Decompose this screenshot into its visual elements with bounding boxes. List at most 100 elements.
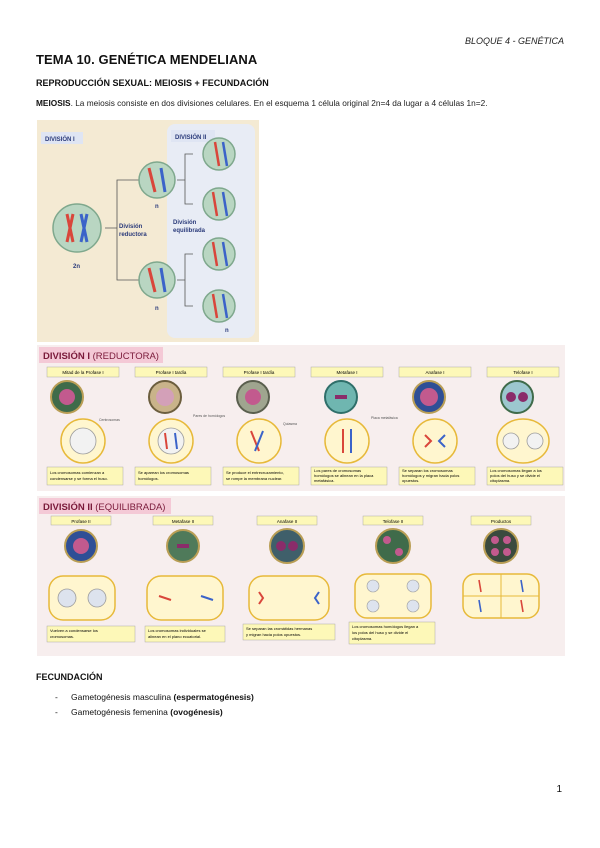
stage-ii-1: Profase II Vuelven a condensarse los cro… <box>46 515 136 643</box>
stage-ii-3: Anafase II Se separan las cromátidas her… <box>242 515 336 641</box>
svg-text:Se separan los cromosomas: Se separan los cromosomas <box>402 468 453 473</box>
svg-text:Vuelven a condensarse los: Vuelven a condensarse los <box>50 628 98 633</box>
svg-text:condensarse y se forma el huso: condensarse y se forma el huso. <box>50 476 108 481</box>
meiosis-term: MEIOSIS <box>36 98 71 108</box>
micrograph-cell <box>500 380 534 414</box>
diagram-cell-pair <box>248 575 330 621</box>
meiosis-overview-figure: DIVISIÓN I DIVISIÓN II 2n División reduc… <box>37 120 259 342</box>
svg-text:Los cromosomas llegan a los: Los cromosomas llegan a los <box>490 468 542 473</box>
division-i-heading-band <box>39 347 163 363</box>
chromosome-red <box>211 241 219 267</box>
chromosome-blue <box>221 141 229 167</box>
svg-text:opuestos.: opuestos. <box>402 478 419 483</box>
division-i-arrows <box>105 179 139 281</box>
nucleus <box>156 388 174 406</box>
svg-text:Productos: Productos <box>491 519 512 524</box>
division-i-label: DIVISIÓN I <box>45 135 75 143</box>
chromosome-red <box>424 434 433 448</box>
svg-text:metafásica.: metafásica. <box>314 478 334 483</box>
micrograph-cell <box>483 528 519 564</box>
equilibrada-label-1: División <box>173 220 197 226</box>
division-ii-tag <box>171 130 215 142</box>
diagram-cell <box>496 418 550 464</box>
division-i-figure: DIVISIÓN I (REDUCTORA) Mitad de la Profa… <box>37 345 565 491</box>
stage-2: Profase I tardía Pares de homólogos Se a… <box>134 366 225 486</box>
division-ii-figure: DIVISIÓN II (EQUILIBRADA) Profase II Vue… <box>37 496 565 656</box>
reductora-label-1: División <box>119 224 143 230</box>
svg-text:Se aparean los cromosomas: Se aparean los cromosomas <box>138 470 189 475</box>
equilibrada-label-2: equilibrada <box>173 228 206 234</box>
svg-text:y migran hacia polos opuestos.: y migran hacia polos opuestos. <box>246 632 301 637</box>
chromosome-red <box>65 213 75 243</box>
svg-text:Mitad de la Profase I: Mitad de la Profase I <box>62 370 103 375</box>
svg-text:Se produce el entrecruzamiento: Se produce el entrecruzamiento, <box>226 470 284 475</box>
nucleus <box>245 389 261 405</box>
svg-text:Profase I tardía: Profase I tardía <box>156 370 187 375</box>
stage-6: Telofase I Los cromosomas llegan a los p… <box>486 366 564 486</box>
intermediate-cell-top <box>138 161 176 199</box>
svg-text:Metafase II: Metafase II <box>172 519 194 524</box>
svg-text:cromosomas.: cromosomas. <box>50 634 74 639</box>
svg-text:Profase II: Profase II <box>71 519 90 524</box>
svg-text:Metafase I: Metafase I <box>336 370 357 375</box>
svg-text:Los cromosomas individuales se: Los cromosomas individuales se <box>148 628 207 633</box>
svg-text:homólogos y migran hacia polos: homólogos y migran hacia polos <box>402 473 459 478</box>
section-heading-fecundacion: FECUNDACIÓN <box>36 672 103 682</box>
page-header: BLOQUE 4 - GENÉTICA <box>464 36 564 46</box>
stage-ii-5: Productos <box>462 515 540 619</box>
chromosome-red <box>147 267 157 293</box>
svg-text:Centrosomas: Centrosomas <box>99 418 120 422</box>
final-cell-2 <box>202 187 236 221</box>
division-ii-panel <box>167 124 255 338</box>
chromosome-blue <box>313 591 320 605</box>
svg-text:homólogos se alinean en la pla: homólogos se alinean en la placa <box>314 473 374 478</box>
svg-text:polos del huso y se divide el: polos del huso y se divide el <box>490 473 540 478</box>
stage-4: Metafase I Placa metafásica Los pares de… <box>310 366 398 486</box>
page-number: 1 <box>556 784 562 795</box>
chromosome-blue <box>221 241 229 267</box>
chromosome-red <box>478 579 482 593</box>
svg-text:Se separan las cromátidas herm: Se separan las cromátidas hermanas <box>246 626 312 631</box>
micrograph-cell <box>269 528 305 564</box>
label-2n: 2n <box>73 264 80 270</box>
svg-text:Anafase II: Anafase II <box>277 519 297 524</box>
nucleus <box>420 388 438 406</box>
chromosome-red <box>520 599 524 613</box>
division-i-heading: DIVISIÓN I (REDUCTORA) <box>43 350 159 362</box>
nucleus <box>73 538 89 554</box>
diagram-cell <box>412 418 458 464</box>
label-n: n <box>155 204 159 210</box>
svg-text:Profase I tardía: Profase I tardía <box>244 370 275 375</box>
chromosome-red <box>164 432 168 450</box>
stage-ii-2: Metafase II Los cromosomas individuales … <box>144 515 226 643</box>
meiosis-paragraph: MEIOSIS. La meiosis consiste en dos divi… <box>36 98 566 108</box>
micrograph-cell <box>375 528 411 564</box>
chromosome-blue <box>520 579 524 593</box>
chromosome-red <box>258 591 265 605</box>
svg-text:Los cromosomas comienzan a: Los cromosomas comienzan a <box>50 470 105 475</box>
chromosome-blue <box>478 599 482 613</box>
svg-text:Telofase II: Telofase II <box>383 519 404 524</box>
chromosome-blue <box>221 293 229 319</box>
svg-text:Telofase I: Telofase I <box>513 370 532 375</box>
chromosome-blue <box>159 167 167 193</box>
chromosome-blue <box>437 434 446 448</box>
diagram-cell-group <box>354 573 432 619</box>
stage-3: Profase I tardía Quiasma Se produce el e… <box>222 366 300 486</box>
stage-1: Mitad de la Profase I Centrosomas Los cr… <box>46 366 124 486</box>
chromosome-blue <box>79 213 89 243</box>
chromosome-blue <box>200 595 214 601</box>
svg-text:Los pares de cromosomas: Los pares de cromosomas <box>314 468 361 473</box>
fecundacion-list: -Gametogénesis masculina (espermatogénes… <box>55 692 254 722</box>
svg-text:los polos del huso y se divide: los polos del huso y se divide el <box>352 630 408 635</box>
svg-text:citoplasma.: citoplasma. <box>352 636 372 641</box>
svg-text:Anafase I: Anafase I <box>425 370 444 375</box>
chromosome-blue <box>221 191 229 217</box>
stage-5: Anafase I Se separan los cromosomas homó… <box>398 366 476 486</box>
figure-background <box>37 345 565 491</box>
svg-text:Quiasma: Quiasma <box>283 422 297 426</box>
chromosome-red <box>147 167 157 193</box>
final-cell-4 <box>202 289 236 323</box>
diagram-cell <box>324 418 370 464</box>
label-n: n <box>225 328 229 334</box>
